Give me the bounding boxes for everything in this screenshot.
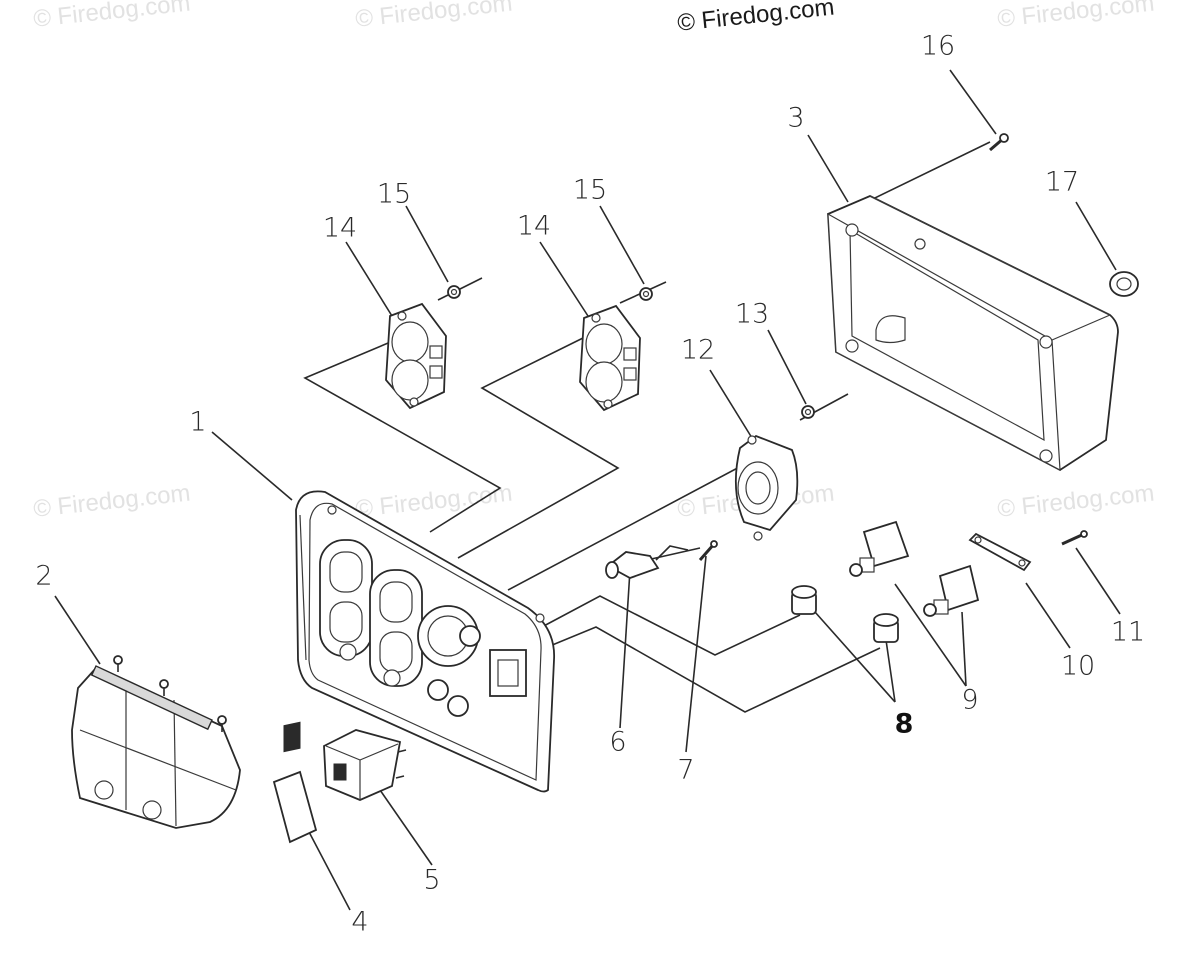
nuts-part-15	[447, 285, 653, 301]
duplex-receptacle-part-14-right	[579, 304, 641, 412]
screw-part-11	[1061, 530, 1088, 546]
callout-3: 3	[787, 102, 805, 134]
indicator-lamp-part-6	[605, 545, 689, 579]
callout-14-left: 14	[322, 212, 358, 244]
callout-13: 13	[734, 298, 770, 330]
callout-11: 11	[1110, 616, 1146, 648]
callout-1: 1	[189, 406, 207, 438]
switch-part-5	[323, 729, 407, 801]
callout-10: 10	[1060, 650, 1096, 682]
leader-lines	[54, 69, 1121, 911]
callout-15-left: 15	[376, 178, 412, 210]
callout-6: 6	[609, 726, 627, 758]
twist-lock-receptacle-part-12	[734, 434, 799, 541]
callout-9: 9	[961, 684, 979, 716]
duplex-receptacle-part-14-left	[385, 302, 447, 410]
callout-16: 16	[920, 30, 956, 62]
nut-part-13	[801, 405, 815, 419]
callout-15-right: 15	[572, 174, 608, 206]
callout-5: 5	[423, 864, 441, 896]
callout-4: 4	[351, 906, 369, 938]
callout-2: 2	[35, 560, 53, 592]
callout-8: 8	[894, 708, 914, 740]
callout-14-right: 14	[516, 210, 552, 242]
bus-bar-part-10	[968, 532, 1032, 572]
control-panel-part-1	[295, 490, 555, 793]
grommet-part-17	[1109, 271, 1139, 297]
callout-7: 7	[677, 754, 695, 786]
cover-plate-part-2	[71, 655, 241, 829]
callout-17: 17	[1044, 166, 1080, 198]
rocker-cover-part-4	[272, 721, 318, 844]
button-caps-part-8	[791, 585, 899, 643]
enclosure-box-part-3	[827, 195, 1119, 472]
circuit-breakers-part-9	[849, 520, 980, 617]
callout-12: 12	[680, 334, 716, 366]
screw-part-7	[698, 540, 718, 561]
bolt-part-16	[989, 133, 1009, 152]
